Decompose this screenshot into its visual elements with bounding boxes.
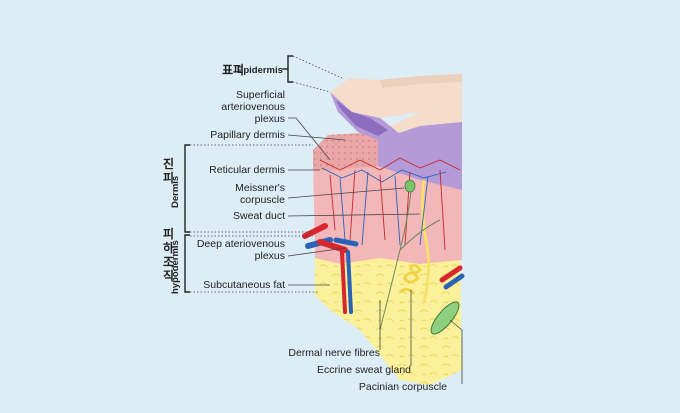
svg-text:Sweat duct: Sweat duct bbox=[233, 210, 285, 222]
svg-text:Papillary dermis: Papillary dermis bbox=[210, 129, 285, 141]
label-meissners-corpuscle: Meissner's corpuscle bbox=[235, 182, 405, 206]
label-eccrine-sweat-gland: Eccrine sweat gland bbox=[317, 290, 412, 376]
eccrine-gland-coil bbox=[399, 263, 422, 295]
label-papillary-dermis: Papillary dermis bbox=[210, 129, 346, 141]
nerve-fibres bbox=[379, 179, 441, 331]
svg-text:Reticular dermis: Reticular dermis bbox=[209, 164, 285, 176]
sweat-duct-tube bbox=[420, 179, 431, 303]
meissner-corpuscle-shape bbox=[404, 179, 416, 193]
svg-text:Meissner's: Meissner's bbox=[235, 182, 285, 194]
label-reticular-dermis: Reticular dermis bbox=[209, 164, 320, 176]
label-dermal-nerve-fibres: Dermal nerve fibres bbox=[288, 300, 381, 359]
svg-text:Eccrine sweat gland: Eccrine sweat gland bbox=[317, 364, 411, 376]
label-superficial-plexus: Superficial arteriovenous plexus bbox=[221, 89, 331, 161]
dermis-bracket bbox=[184, 144, 313, 233]
svg-text:Pacinian corpuscle: Pacinian corpuscle bbox=[359, 381, 447, 393]
svg-text:plexus: plexus bbox=[255, 113, 285, 125]
skin-block bbox=[302, 74, 465, 385]
epidermis-bracket bbox=[282, 55, 343, 93]
label-sweat-duct: Sweat duct bbox=[233, 210, 421, 222]
svg-text:arteriovenous: arteriovenous bbox=[221, 101, 285, 113]
pacinian-corpuscle-shape bbox=[430, 301, 460, 335]
label-subcutaneous-fat: Subcutaneous fat bbox=[203, 279, 330, 291]
label-deep-plexus: Deep ateriovenous plexus bbox=[197, 238, 346, 262]
svg-text:Superficial: Superficial bbox=[236, 89, 285, 101]
svg-text:Deep ateriovenous: Deep ateriovenous bbox=[197, 238, 285, 250]
label-pacinian-corpuscle: Pacinian corpuscle bbox=[359, 319, 463, 393]
svg-text:corpuscle: corpuscle bbox=[240, 194, 285, 206]
dermis-english-label: Dermis bbox=[170, 176, 181, 208]
hypodermis-bracket bbox=[184, 234, 318, 293]
epidermis-korean-label: 표피 bbox=[222, 62, 244, 77]
hypodermis-english-label: hypodermis bbox=[170, 240, 181, 294]
svg-text:plexus: plexus bbox=[255, 250, 285, 262]
svg-text:Dermal nerve fibres: Dermal nerve fibres bbox=[288, 347, 380, 359]
epidermis-english-label: Epidermis bbox=[237, 65, 283, 76]
epidermis-top bbox=[330, 74, 462, 118]
capillary-network bbox=[319, 157, 461, 251]
svg-text:Subcutaneous fat: Subcutaneous fat bbox=[203, 279, 285, 291]
